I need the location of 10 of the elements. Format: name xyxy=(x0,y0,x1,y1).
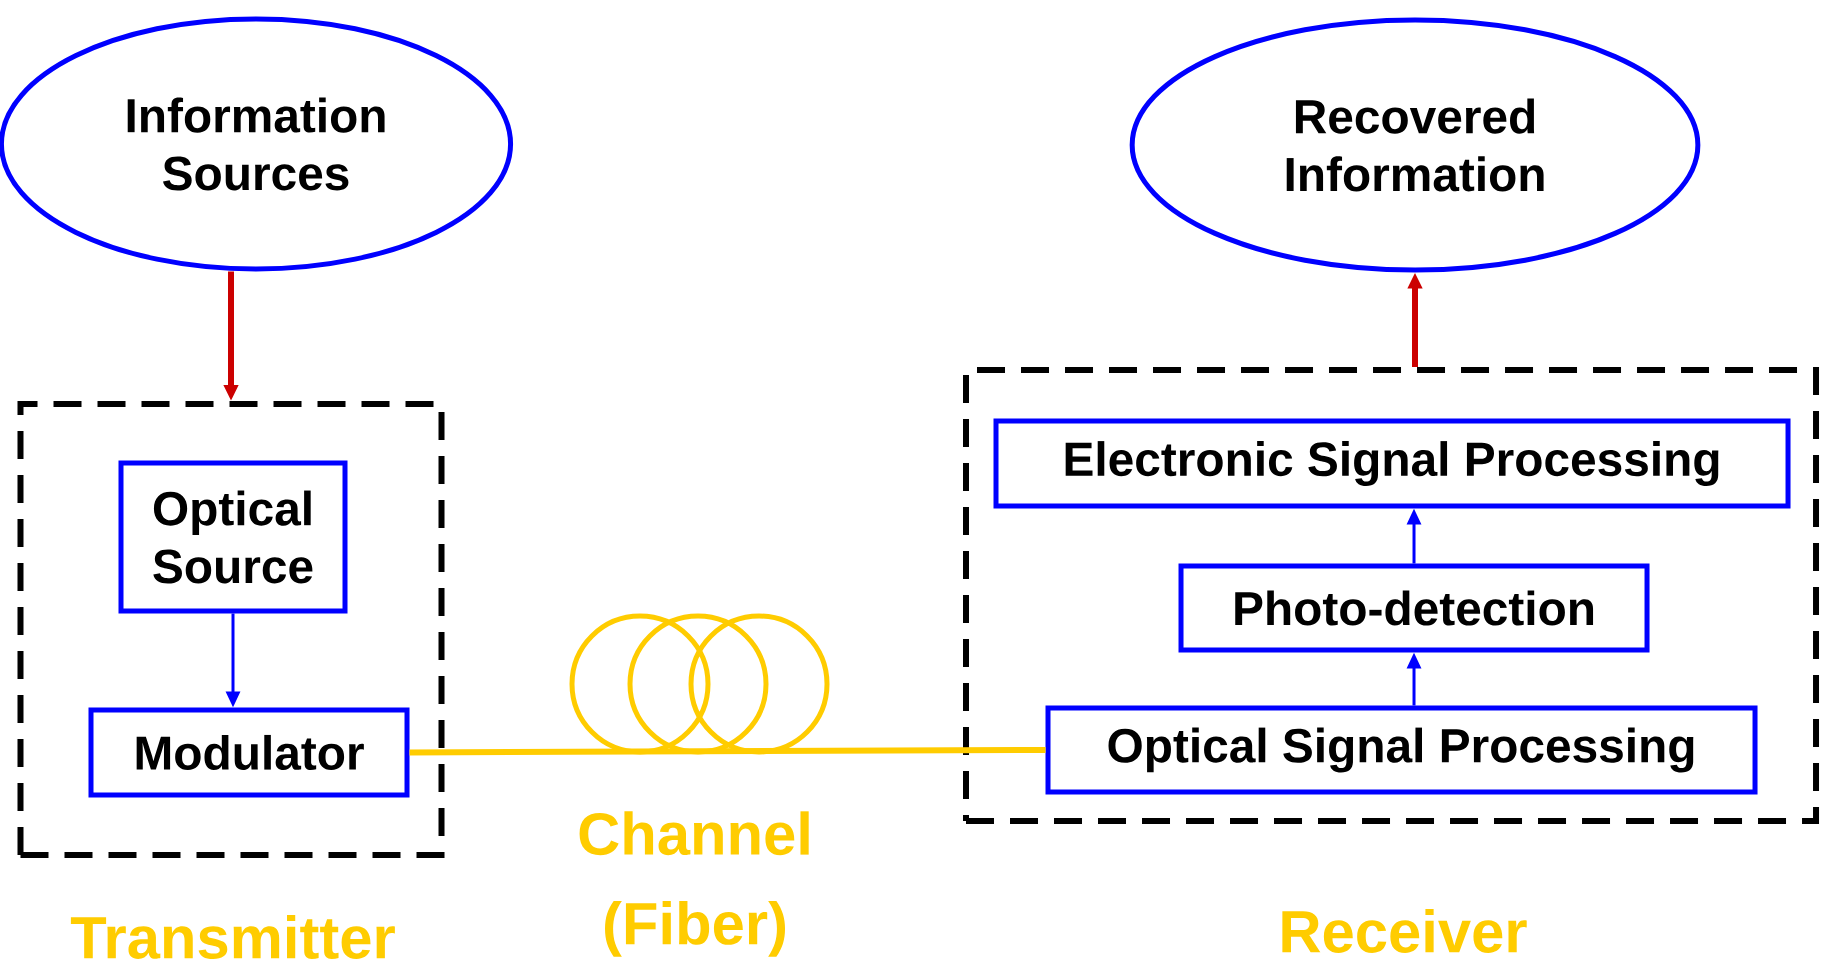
process-box: Modulator xyxy=(88,707,410,798)
process-box: Photo-detection xyxy=(1178,563,1650,653)
channel-label: Channel (Fiber) xyxy=(579,811,809,957)
process-box: Electronic Signal Processing xyxy=(993,418,1791,509)
ellipse-node: Recovered Information xyxy=(1129,17,1701,273)
group-label: Receiver xyxy=(1282,909,1527,953)
fiber-line xyxy=(409,747,1046,756)
process-box: Optical Signal Processing xyxy=(1045,705,1758,795)
process-box: Optical Source xyxy=(118,460,348,614)
group-label: Transmitter xyxy=(70,915,395,959)
